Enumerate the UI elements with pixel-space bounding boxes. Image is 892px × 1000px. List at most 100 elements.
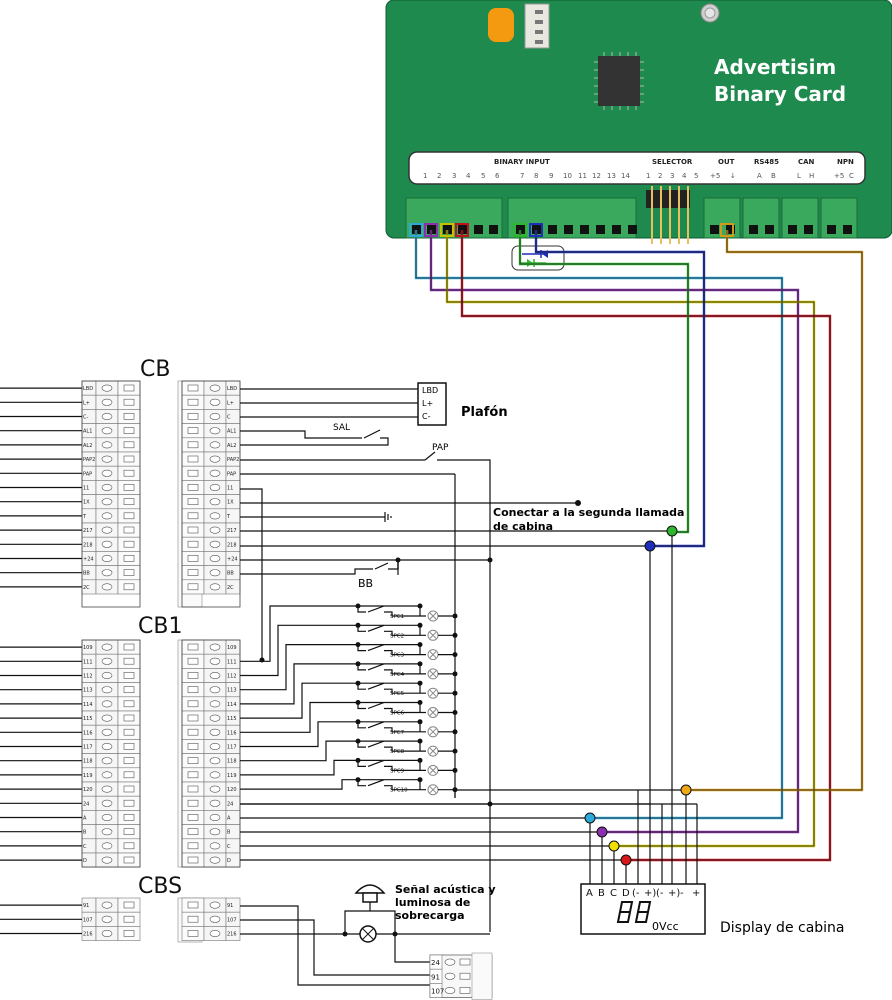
terminal-label: C [227, 844, 231, 850]
spc-wire [240, 663, 358, 705]
terminal-label: 115 [227, 716, 237, 722]
horn-icon [354, 884, 386, 894]
binary-card: Advertisim Binary Card BINARY INPUT SELE… [385, 0, 892, 244]
pin-label-binary: 9 [549, 172, 553, 180]
pin-label-binary: 8 [534, 172, 538, 180]
connector-hole [548, 225, 557, 234]
terminal-label: D [227, 858, 231, 864]
spc-wire [240, 740, 358, 762]
terminal-label: 113 [227, 688, 237, 694]
connector-hole [532, 225, 541, 234]
terminal-label: 116 [227, 730, 237, 736]
terminal-label: T [226, 514, 231, 520]
display-pin: A [586, 888, 593, 899]
header-rs485: RS485 [754, 158, 779, 166]
display-pin: C [610, 888, 617, 899]
terminal-label: C- [83, 415, 88, 421]
dot-blue [644, 540, 656, 552]
ground-icon [384, 512, 392, 522]
display-pin: D [622, 888, 630, 899]
terminal-label: 11 [227, 486, 233, 492]
connector-hole [804, 225, 813, 234]
terminal-label: 218 [227, 542, 237, 548]
pin-label-can: H [809, 172, 814, 180]
terminal-label: 1X [227, 500, 234, 506]
terminal-label: B [227, 830, 231, 836]
card-title-line1: Advertisim [714, 55, 836, 79]
connector-hole [412, 225, 421, 234]
terminal-label: 24 [83, 801, 89, 807]
connector-hole [489, 225, 498, 234]
note-call-line1: Conectar a la segunda llamada [493, 506, 684, 519]
selector-pins [646, 186, 690, 244]
display-pin: +) [668, 888, 680, 899]
terminal-label: 109 [83, 645, 93, 651]
terminal-label: 112 [227, 674, 237, 680]
terminal-label: 117 [83, 745, 93, 751]
switch-sal-label: SAL [333, 423, 350, 433]
spc-wire [240, 624, 358, 677]
plafon-pin-lplus: L+ [422, 399, 433, 408]
terminal-label: BB [227, 571, 234, 577]
terminal-label: 118 [227, 759, 237, 765]
pin-label-out: +5 [710, 172, 720, 180]
section-cbs-label: CBS [138, 874, 182, 899]
display-pin: B [598, 888, 605, 899]
connector-hole [749, 225, 758, 234]
terminal-label: 120 [83, 787, 93, 793]
terminal-label: AL2 [83, 443, 92, 449]
terminal-label: A [227, 816, 231, 822]
connector-hole [827, 225, 836, 234]
wire-green [518, 230, 690, 534]
pin-label-binary: 4 [466, 172, 471, 180]
pin-label-selector: 3 [670, 172, 674, 180]
connector-hole [443, 225, 452, 234]
terminal-label: 116 [83, 730, 93, 736]
terminal-label: 1X [83, 500, 90, 506]
dot-cyan [584, 812, 596, 824]
terminal-label: 113 [83, 688, 93, 694]
header-npn: NPN [837, 158, 854, 166]
spc-switch-group: SPC1SPC2SPC3SPC4SPC5SPC6SPC7SPC8SPC9SPC1… [240, 603, 458, 796]
pin-label-binary: 7 [520, 172, 524, 180]
terminal-label: LBD [227, 386, 237, 392]
terminal-label: BB [83, 571, 90, 577]
spc-switch-label: SPC1 [390, 614, 404, 620]
note-call-line2: de cabina [493, 520, 553, 533]
alarm-line1: Señal acústica y [395, 883, 496, 896]
section-cb1-label: CB1 [138, 614, 182, 639]
connector-hole [628, 225, 637, 234]
terminal-label: AL2 [227, 443, 236, 449]
wire-yellow [445, 230, 816, 848]
terminal-label: LBD [83, 386, 93, 392]
colored-wires [414, 230, 864, 862]
spc-switch-label: SPC2 [390, 633, 404, 639]
spc-wire [240, 759, 358, 776]
terminal-label: 107 [227, 917, 237, 923]
dot-purple [596, 826, 608, 838]
dot-orange [680, 784, 692, 796]
spc-switch-label: SPC10 [390, 788, 408, 794]
plafon-pin-lbd: LBD [422, 386, 438, 395]
dot-yellow [608, 840, 620, 852]
section-cb-label: CB [140, 357, 170, 382]
terminal-label: PAP2 [83, 457, 95, 463]
plafon-box: LBD L+ C- [417, 382, 447, 426]
pin-label-rs485: B [771, 172, 776, 180]
spc-switch-label: SPC8 [390, 749, 405, 755]
terminal-label: 217 [227, 528, 237, 534]
connector-hole [765, 225, 774, 234]
pin-label-binary: 2 [437, 172, 441, 180]
terminal-label: AL1 [227, 429, 236, 435]
terminal-label: 218 [83, 542, 93, 548]
terminal-label: L+ [83, 400, 90, 406]
terminal-label: 112 [83, 674, 93, 680]
display-pin: - [680, 888, 684, 899]
terminal-label: 2C [83, 585, 90, 591]
spc-wire [240, 701, 358, 733]
connector-hole [564, 225, 573, 234]
spc-switch-label: SPC5 [390, 691, 405, 697]
